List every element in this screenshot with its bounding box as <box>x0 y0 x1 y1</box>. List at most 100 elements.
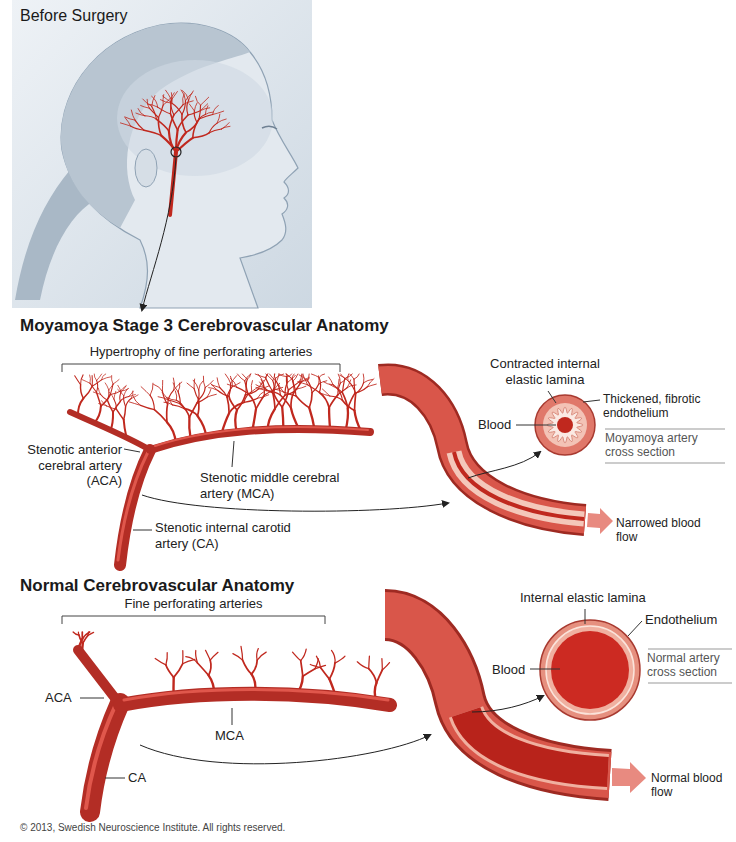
artery-branch <box>229 396 237 410</box>
artery-branch <box>199 388 206 400</box>
artery-branch <box>120 389 128 392</box>
artery-branch <box>89 375 91 383</box>
artery-branch <box>154 384 163 391</box>
artery-branch <box>319 374 324 378</box>
artery-branch <box>75 376 81 385</box>
lumen-label: Blood <box>492 662 525 678</box>
artery-branch <box>286 377 288 390</box>
artery-branch <box>322 389 329 396</box>
panel-title: Before Surgery <box>20 6 128 25</box>
artery-branch <box>102 377 111 380</box>
artery-branch <box>382 663 389 670</box>
artery-branch <box>170 100 171 114</box>
artery-branch <box>110 391 120 395</box>
normal-vessels <box>62 616 430 812</box>
artery-branch <box>174 382 182 390</box>
artery-branch <box>301 661 303 677</box>
artery-branch <box>183 94 184 105</box>
artery-branch <box>200 108 209 111</box>
section-heading: Normal Cerebrovascular Anatomy <box>20 576 294 596</box>
vessel-label: Stenotic internal carotid artery (CA) <box>155 520 320 551</box>
flow-label: Normal blood flow <box>651 771 731 800</box>
artery-branch <box>108 400 114 412</box>
artery-branch <box>172 103 182 114</box>
illustration-part <box>142 158 176 310</box>
illustration-part <box>80 698 104 699</box>
artery-branch <box>329 377 334 385</box>
illustration-part <box>587 508 613 534</box>
artery-branch <box>243 660 252 674</box>
artery-branch <box>211 384 218 391</box>
artery-branch <box>176 138 193 152</box>
artery-branch <box>82 380 90 384</box>
artery-branch <box>111 376 113 385</box>
artery-branch <box>129 395 136 397</box>
illustration-part <box>135 149 157 187</box>
artery-branch <box>209 129 221 133</box>
artery-branch <box>194 389 199 400</box>
artery-branch <box>354 374 359 379</box>
artery-branch <box>78 632 80 635</box>
artery-branch <box>92 380 102 387</box>
bracket-label: Hypertrophy of fine perforating arteries <box>60 344 342 360</box>
artery-branch <box>337 379 339 388</box>
illustration-part <box>120 450 150 565</box>
artery-branch <box>293 374 298 381</box>
artery-branch <box>255 374 265 378</box>
artery-branch <box>377 670 383 683</box>
artery-branch <box>301 649 307 661</box>
artery-branch <box>155 659 166 665</box>
artery-branch <box>205 381 213 388</box>
artery-branch <box>367 384 376 387</box>
illustration-part <box>472 696 543 712</box>
illustration-part <box>583 400 600 402</box>
artery-branch <box>97 374 102 381</box>
cross-section-caption: Normal artery cross section <box>647 651 731 680</box>
artery-branch <box>227 397 229 413</box>
artery-branch <box>242 374 247 379</box>
artery-branch <box>357 662 368 669</box>
illustration-part <box>105 778 125 779</box>
flow-label: Narrowed blood flow <box>616 516 711 545</box>
illustration-part <box>468 452 540 478</box>
artery-branch <box>186 93 193 101</box>
layer-label: Thickened, fibrotic endothelium <box>603 392 731 421</box>
artery-branch <box>241 646 243 660</box>
artery-branch <box>194 111 197 122</box>
artery-branch <box>207 394 216 397</box>
artery-branch <box>257 652 266 660</box>
artery-branch <box>270 374 277 382</box>
artery-branch <box>350 374 354 379</box>
artery-branch <box>166 653 167 665</box>
section-heading: Moyamoya Stage 3 Cerebrovascular Anatomy <box>20 316 389 336</box>
artery-branch <box>182 101 186 115</box>
lumen-label: Blood <box>478 417 511 433</box>
artery-branch <box>356 383 364 394</box>
artery-branch <box>182 651 184 664</box>
artery-branch <box>197 115 205 123</box>
artery-branch <box>133 396 140 405</box>
artery-branch <box>101 395 110 407</box>
illustration-part <box>140 735 430 764</box>
illustration-part <box>548 391 556 403</box>
artery-branch <box>199 381 203 390</box>
artery-branch <box>94 374 96 381</box>
artery-branch <box>205 112 213 115</box>
artery-branch <box>311 374 319 378</box>
illustration-part <box>454 452 584 519</box>
normal-artery-tube <box>385 615 646 793</box>
layer-label: Contracted internal elastic lamina <box>475 356 615 387</box>
vessel-label: ACA <box>45 690 72 706</box>
artery-branch <box>237 395 245 410</box>
artery-branch <box>221 126 230 129</box>
artery-branch <box>292 374 294 379</box>
moyamoya-artery-tube <box>380 380 613 534</box>
artery-branch <box>181 90 185 101</box>
artery-branch <box>113 380 119 385</box>
artery-branch <box>217 119 226 123</box>
artery-branch <box>154 410 167 423</box>
artery-branch <box>187 383 194 389</box>
artery-branch <box>187 100 189 115</box>
illustration-part <box>142 495 448 511</box>
artery-branch <box>162 380 163 391</box>
